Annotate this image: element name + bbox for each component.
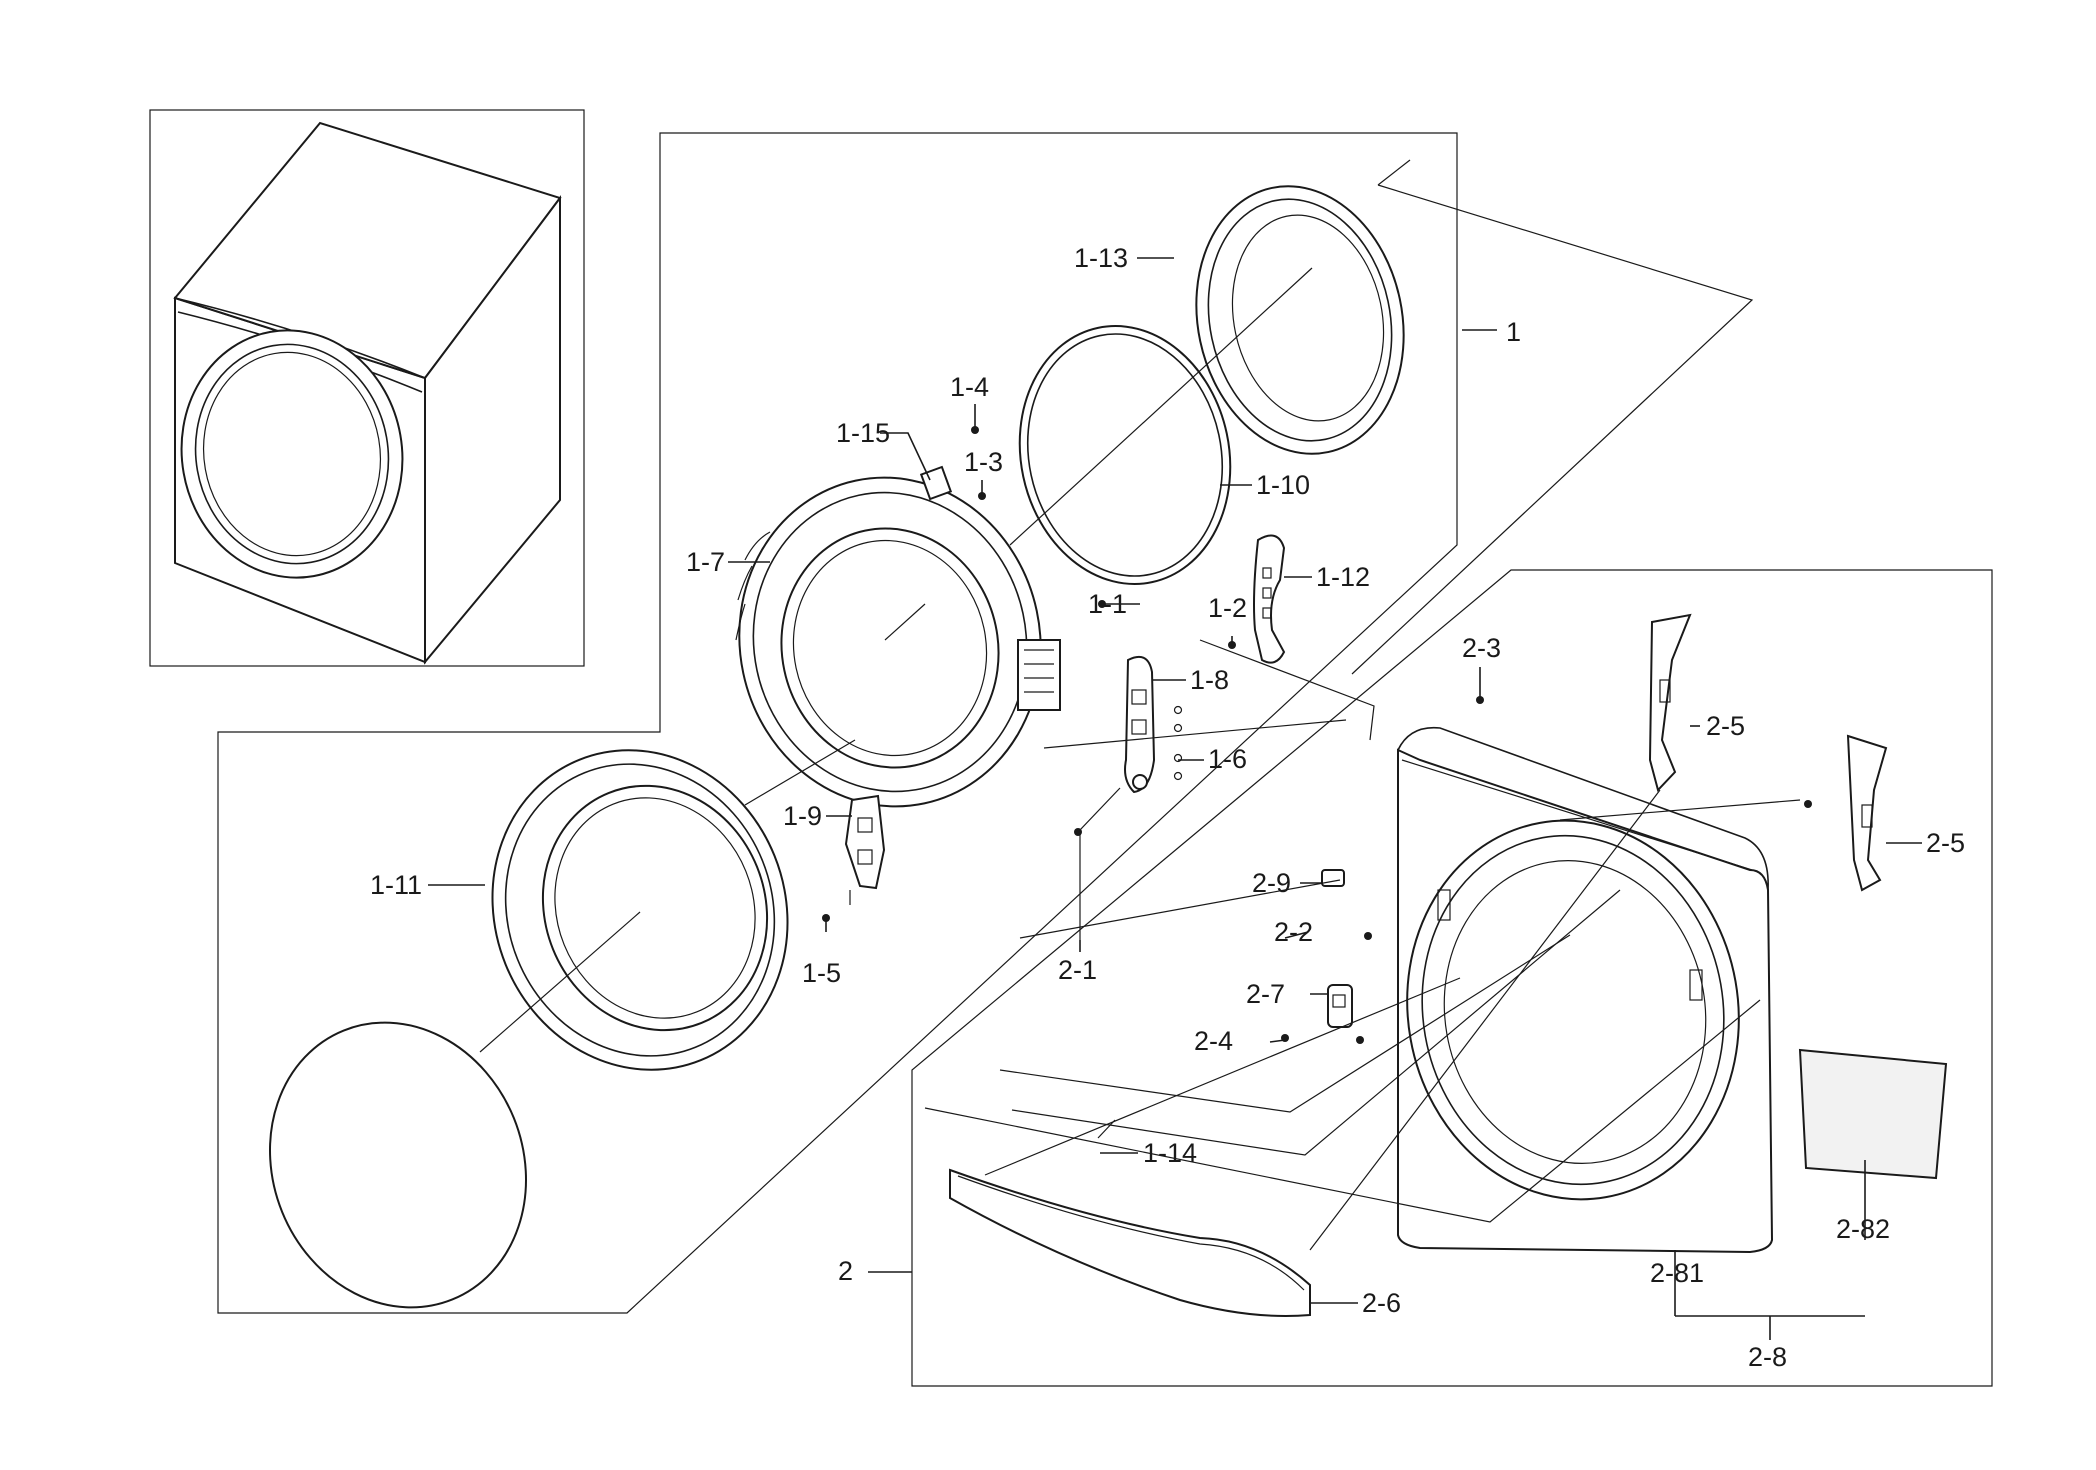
callout-1-15: 1-15 xyxy=(836,418,890,448)
door-explode-lines xyxy=(479,159,1754,1053)
frame-overview-inset xyxy=(149,109,585,667)
callout-1-5: 1-5 xyxy=(802,958,841,988)
callout-1-10: 1-10 xyxy=(1256,470,1310,500)
callout-1-2: 1-2 xyxy=(1208,593,1247,623)
callout-1-6: 1-6 xyxy=(1208,744,1247,774)
callout-1-7: 1-7 xyxy=(686,547,725,577)
callout-2-9: 2-9 xyxy=(1252,868,1291,898)
callout-labels: 1 1-1 1-2 1-3 1-4 1-5 1-6 1-7 1-8 1-9 1-… xyxy=(370,243,1965,1372)
front-panel xyxy=(1397,726,1774,1254)
door-lock-clip xyxy=(1321,869,1345,887)
callout-2-81: 2-81 xyxy=(1650,1258,1704,1288)
door-lock-bracket xyxy=(1124,656,1156,794)
door-outer-cover xyxy=(1195,185,1405,455)
door-glass xyxy=(269,1021,527,1309)
callout-1-1: 1-1 xyxy=(1088,589,1127,619)
caution-label xyxy=(1798,1048,1948,1180)
callout-1-8: 1-8 xyxy=(1190,665,1229,695)
callout-2-4: 2-4 xyxy=(1194,1026,1233,1056)
callout-1-4: 1-4 xyxy=(950,372,989,402)
callout-2-8: 2-8 xyxy=(1748,1342,1787,1372)
callout-1-12: 1-12 xyxy=(1316,562,1370,592)
callout-2-5-side: 2-5 xyxy=(1926,828,1965,858)
door-hinge-piece xyxy=(919,465,953,501)
front-panel-bracket-top xyxy=(1648,613,1692,792)
callout-2-1: 2-1 xyxy=(1058,955,1097,985)
callout-2: 2 xyxy=(838,1256,853,1286)
frame-front-panel-assembly xyxy=(911,569,1993,1387)
callout-1-3: 1-3 xyxy=(964,447,1003,477)
front-kickplate xyxy=(949,1168,1311,1317)
callout-2-3: 2-3 xyxy=(1462,633,1501,663)
callout-leaders xyxy=(428,257,1922,1340)
front-panel-bracket-side xyxy=(1846,734,1888,892)
callout-1-14: 1-14 xyxy=(1143,1138,1197,1168)
door-latch-bracket xyxy=(844,794,886,890)
callout-1-11: 1-11 xyxy=(370,870,422,900)
frame-door-assembly xyxy=(217,132,1458,1314)
door-switch xyxy=(1327,984,1353,1028)
callout-2-2: 2-2 xyxy=(1274,917,1313,947)
callout-1: 1 xyxy=(1506,317,1521,347)
callout-2-5-top: 2-5 xyxy=(1706,711,1745,741)
front-panel-explode-lines xyxy=(924,639,1801,1251)
callout-1-13: 1-13 xyxy=(1074,243,1128,273)
callout-2-7: 2-7 xyxy=(1246,979,1285,1009)
washer-overview-illustration xyxy=(173,121,562,665)
door-hinge-plate xyxy=(1253,534,1286,664)
door-inner-frame xyxy=(735,476,1061,808)
callout-2-82: 2-82 xyxy=(1836,1214,1890,1244)
callout-2-6: 2-6 xyxy=(1362,1288,1401,1318)
callout-1-9: 1-9 xyxy=(783,801,822,831)
door-front-ring xyxy=(491,749,789,1071)
